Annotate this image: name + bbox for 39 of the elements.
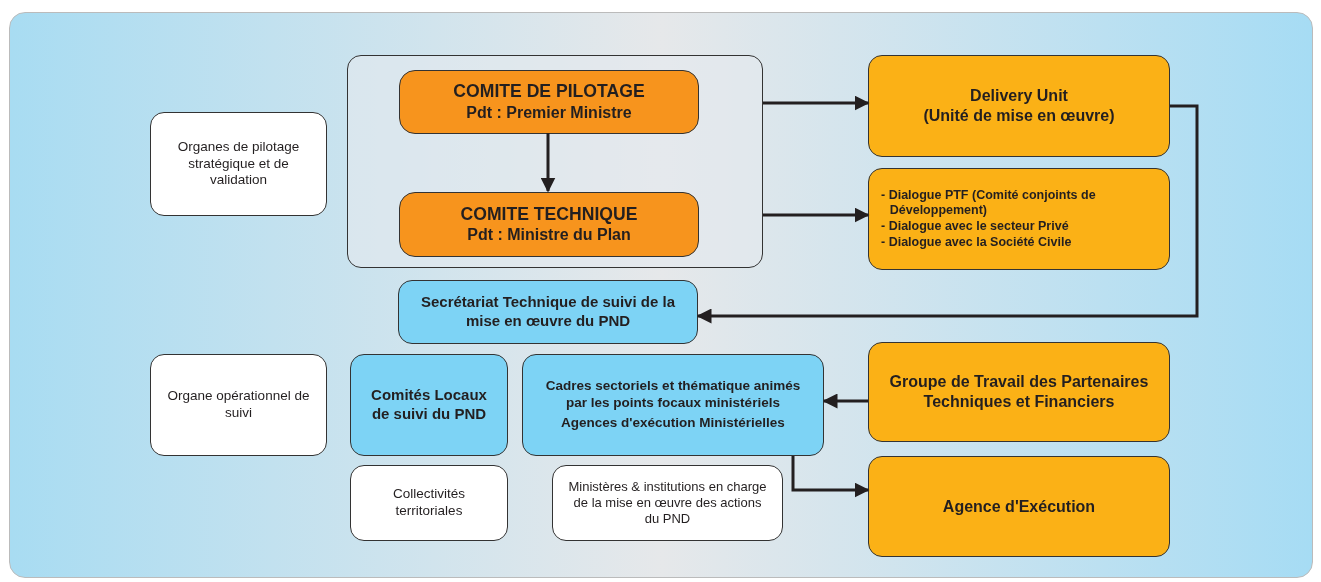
- framework-box: [522, 354, 824, 456]
- box-text: COMITE TECHNIQUE: [460, 203, 638, 226]
- working-group-box: [868, 342, 1170, 442]
- box-text: Pdt : Premier Ministre: [466, 103, 632, 123]
- box-text: Ministères & institutions en charge de la mise en œuvre des actions du PND: [567, 478, 768, 528]
- box-text: (Unité de mise en œuvre): [923, 106, 1115, 126]
- box-text: Secrétariat Technique de suivi de la mise en œuvre du PND: [420, 293, 676, 331]
- arrow: [540, 133, 556, 193]
- box-text: Collectivités territoriales: [392, 486, 466, 520]
- box-text: - Dialogue avec la Société Civile: [881, 234, 1072, 251]
- box-text: Groupe de Travail des Partenaires Techniques et Financiers: [888, 372, 1150, 412]
- arrow: [763, 207, 870, 223]
- category-box: [150, 354, 327, 456]
- arrow: [763, 95, 870, 111]
- committee-box: [399, 70, 699, 134]
- group-frame: [347, 55, 763, 268]
- entity-box: [552, 465, 783, 541]
- secretariat-box: [398, 280, 698, 344]
- category-box: [150, 112, 327, 216]
- box-text: Cadres sectoriels et thématique animés par les points focaux ministériels: [544, 377, 802, 412]
- unit-box: [868, 55, 1170, 157]
- box-text: Agences d'exécution Ministérielles: [561, 415, 785, 433]
- committee-box: [399, 192, 699, 257]
- arrow: [696, 104, 1199, 324]
- dialogue-box: [868, 168, 1170, 270]
- arrow: [822, 393, 868, 409]
- committee-box: [350, 354, 508, 456]
- box-text: Organe opérationnel de suivi: [166, 388, 311, 422]
- box-text: Comités Locaux de suivi du PND: [370, 386, 488, 424]
- box-text: COMITE DE PILOTAGE: [453, 81, 645, 103]
- arrow: [791, 456, 870, 498]
- box-text: Organes de pilotage stratégique et de validation: [176, 138, 301, 190]
- box-text: - Dialogue avec le secteur Privé: [881, 219, 1069, 235]
- box-text: Agence d'Exécution: [942, 496, 1096, 517]
- agency-box: [868, 456, 1170, 557]
- box-text: - Dialogue PTF (Comité conjoints de Développement): [881, 187, 1097, 219]
- entity-box: [350, 465, 508, 541]
- box-text: Pdt : Ministre du Plan: [467, 225, 631, 246]
- box-text: Delivery Unit: [970, 86, 1068, 106]
